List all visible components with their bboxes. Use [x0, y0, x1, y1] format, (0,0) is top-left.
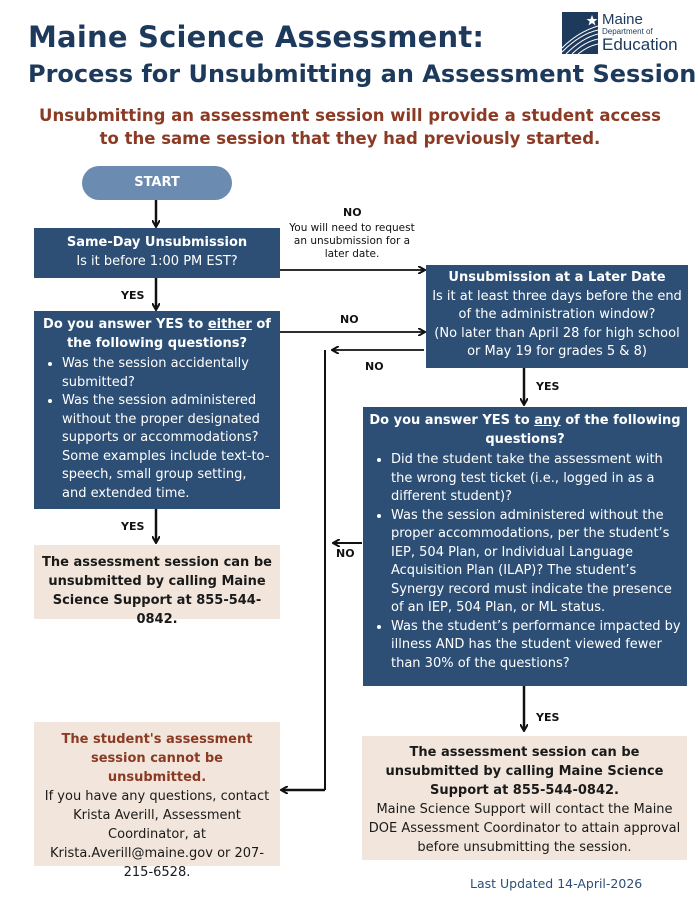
label-no-3: NO [365, 360, 384, 373]
either-list: Was the session accidentally submitted? … [40, 355, 274, 503]
result-2-body: Maine Science Support will contact the M… [368, 802, 681, 855]
any-item-1: Did the student take the assessment with… [391, 451, 681, 507]
result-2-title: The assessment session can be unsubmitte… [385, 745, 664, 798]
last-updated: Last Updated 14-April-2026 [470, 876, 643, 891]
later-date-window-note: (No later than April 28 for high school … [434, 325, 680, 360]
later-date-question: Is it at least three days before the end… [432, 288, 682, 323]
logo-line-2: Department of [602, 27, 653, 36]
any-heading: Do you answer YES to any of the followin… [369, 413, 681, 447]
later-date-note: You will need to request an unsubmission… [289, 222, 415, 260]
label-yes-1: YES [121, 289, 145, 302]
result-unsubmit-text: The assessment session can be unsubmitte… [42, 555, 272, 627]
result-unsubmit-box: The assessment session can be unsubmitte… [34, 545, 280, 627]
same-day-title: Same-Day Unsubmission [66, 235, 248, 250]
label-yes-3: YES [121, 520, 145, 533]
cannot-body: If you have any questions, contact Krist… [44, 789, 270, 880]
any-item-3: Was the student’s performance impacted b… [391, 618, 681, 674]
label-no-2: NO [340, 313, 359, 326]
result-unsubmit-box-2: The assessment session can be unsubmitte… [362, 736, 687, 860]
any-item-2: Was the session administered without the… [391, 507, 681, 618]
any-list: Did the student take the assessment with… [369, 451, 681, 673]
logo-mark-icon [562, 12, 598, 54]
label-yes-2: YES [536, 380, 560, 393]
either-heading: Do you answer YES to either of the follo… [43, 317, 271, 351]
cannot-unsubmit-box: The student's assessment session cannot … [34, 722, 280, 880]
maine-doe-logo: Maine Department of Education [562, 10, 686, 56]
cannot-title: The student's assessment session cannot … [61, 732, 253, 785]
page-subtitle: Process for Unsubmitting an Assessment S… [28, 60, 697, 88]
logo-line-3: Education [602, 35, 678, 54]
either-item-1: Was the session accidentally submitted? [62, 355, 274, 392]
any-questions-box: Do you answer YES to any of the followin… [363, 407, 687, 686]
later-date-title: Unsubmission at a Later Date [448, 270, 666, 285]
either-questions-box: Do you answer YES to either of the follo… [34, 311, 280, 509]
label-no-1: NO [343, 206, 362, 219]
label-no-4: NO [336, 547, 355, 560]
same-day-question: Is it before 1:00 PM EST? [76, 253, 238, 269]
start-node: START [82, 166, 232, 200]
intro-text: Unsubmitting an assessment session will … [39, 106, 661, 148]
later-date-box: Unsubmission at a Later Date Is it at le… [426, 265, 688, 368]
logo-line-1: Maine [602, 11, 643, 28]
either-item-2: Was the session administered without the… [62, 392, 274, 503]
same-day-box: Same-Day Unsubmission Is it before 1:00 … [34, 228, 280, 278]
label-yes-4: YES [536, 711, 560, 724]
page-title: Maine Science Assessment: [28, 20, 485, 54]
